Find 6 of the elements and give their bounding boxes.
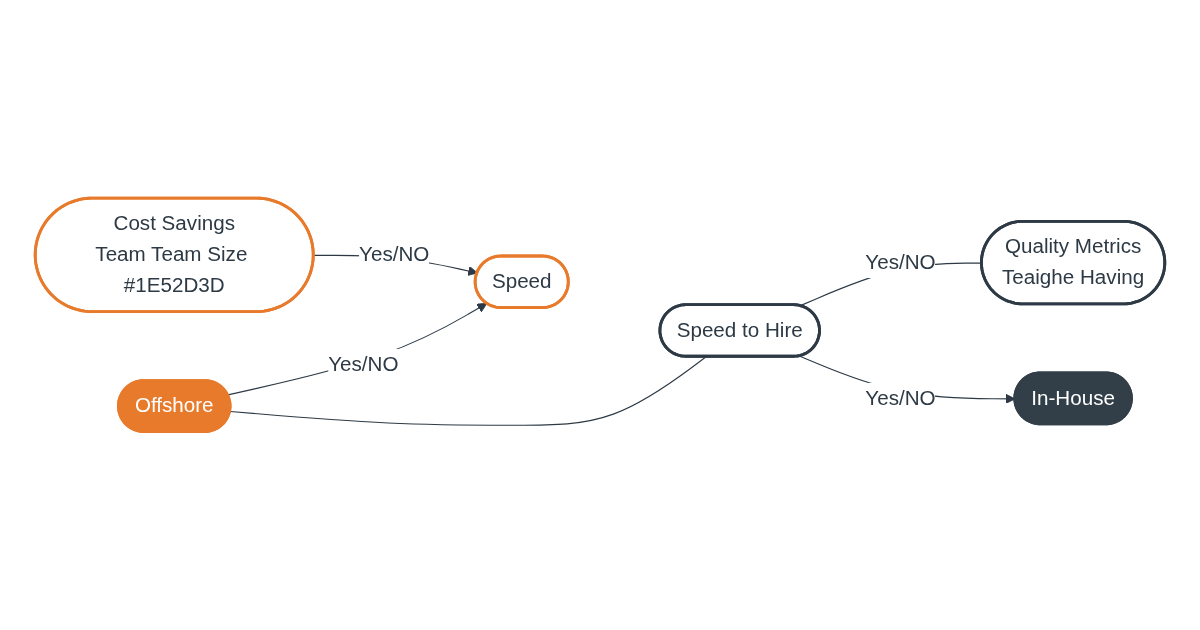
connector bbox=[229, 356, 707, 426]
edge-label: Yes/NO bbox=[865, 386, 936, 410]
edge-label: Yes/NO bbox=[359, 242, 430, 266]
arrow bbox=[227, 303, 488, 396]
edge-label: Yes/NO bbox=[865, 250, 936, 274]
edge-label: Yes/NO bbox=[328, 352, 399, 376]
